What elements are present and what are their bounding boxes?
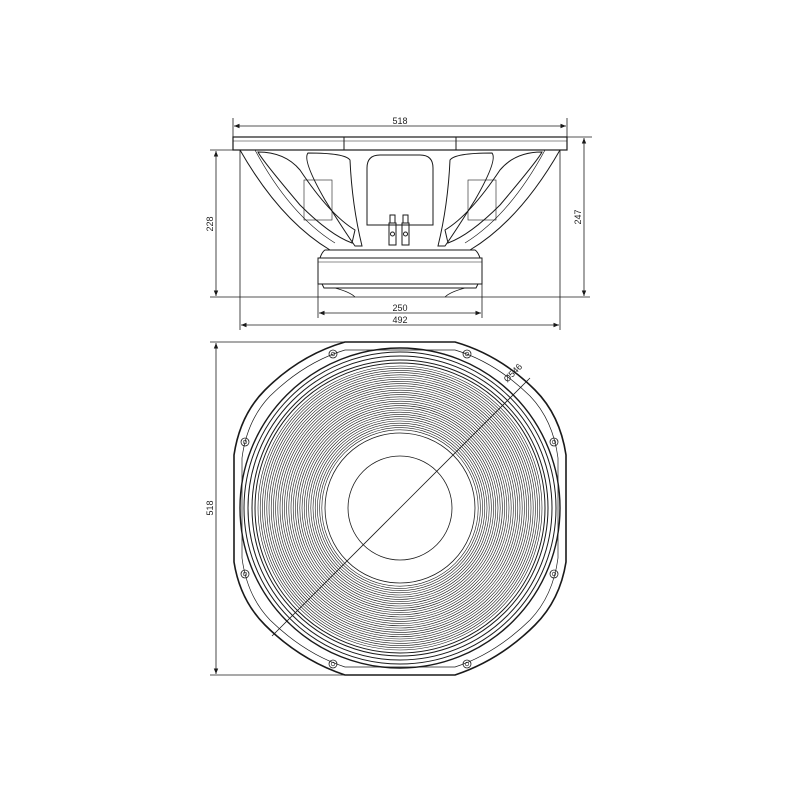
cone-ring (292, 400, 508, 616)
mounting-hole-inner (330, 351, 336, 357)
dim-250: 250 (392, 303, 407, 313)
cone-ring (301, 409, 499, 607)
magnet (319, 249, 481, 259)
cone-ring (306, 414, 494, 602)
surround-ring (251, 359, 549, 657)
cone-ring (295, 403, 505, 613)
frame-outline (233, 341, 567, 676)
basket-spoke-right (444, 151, 543, 244)
cone-ring (321, 429, 479, 587)
cone-ring (281, 389, 519, 627)
mounting-hole-inner (242, 439, 248, 445)
center-window (366, 154, 434, 226)
mounting-hole (462, 349, 472, 359)
cone-ring (314, 422, 486, 594)
mounting-hole-inner (551, 439, 557, 445)
mounting-hole (328, 349, 338, 359)
basket-spoke-left (257, 151, 356, 244)
cone-ring (275, 383, 525, 633)
front-dimensions (210, 341, 345, 676)
cone-ring (264, 372, 536, 644)
cone-ring (257, 365, 543, 651)
dim-518-top: 518 (392, 116, 407, 126)
cone-ring (317, 425, 483, 591)
mounting-hole (549, 437, 559, 447)
mounting-hole (240, 569, 250, 579)
mounting-hole-inner (330, 661, 336, 667)
dim-228: 228 (205, 216, 215, 231)
surround-ring (243, 351, 557, 665)
dim-247: 247 (573, 209, 583, 224)
mounting-hole (328, 659, 338, 669)
cone-ring (288, 396, 512, 620)
cone-ring (284, 392, 516, 624)
cone-ring (303, 411, 497, 605)
cone-ring (299, 407, 501, 609)
cone-ring (279, 387, 521, 629)
cone-ring (312, 420, 488, 596)
surround-ring (247, 355, 553, 661)
surround-ring (254, 362, 546, 654)
mounting-hole (549, 569, 559, 579)
mounting-hole-inner (551, 571, 557, 577)
cone-ring (308, 416, 492, 600)
cone-ring (273, 381, 527, 635)
mounting-hole (462, 659, 472, 669)
cone-ring (262, 370, 538, 646)
cone-ring (259, 367, 541, 649)
cone-rings (239, 347, 561, 669)
mounting-hole-inner (242, 571, 248, 577)
mounting-flange (232, 136, 568, 151)
cone-ring (297, 405, 503, 611)
diameter-line (271, 377, 531, 637)
mounting-hole (240, 437, 250, 447)
cone-ring (290, 398, 510, 618)
surround-ring (239, 347, 561, 669)
cone-ring (270, 378, 530, 638)
cone-ring (319, 427, 481, 589)
terminals (388, 214, 410, 246)
cone-ring (310, 418, 490, 598)
dim-518-front: 518 (205, 500, 215, 515)
cone-ring (286, 394, 514, 622)
dim-492: 492 (392, 315, 407, 325)
cone-ring (266, 374, 534, 642)
cone-ring (277, 385, 523, 631)
mounting-hole-inner (464, 661, 470, 667)
side-dimensions (210, 118, 592, 330)
front-view (233, 341, 567, 676)
side-view (232, 136, 568, 298)
mounting-holes (240, 349, 559, 669)
cone-ring (268, 376, 532, 640)
mounting-hole-inner (464, 351, 470, 357)
